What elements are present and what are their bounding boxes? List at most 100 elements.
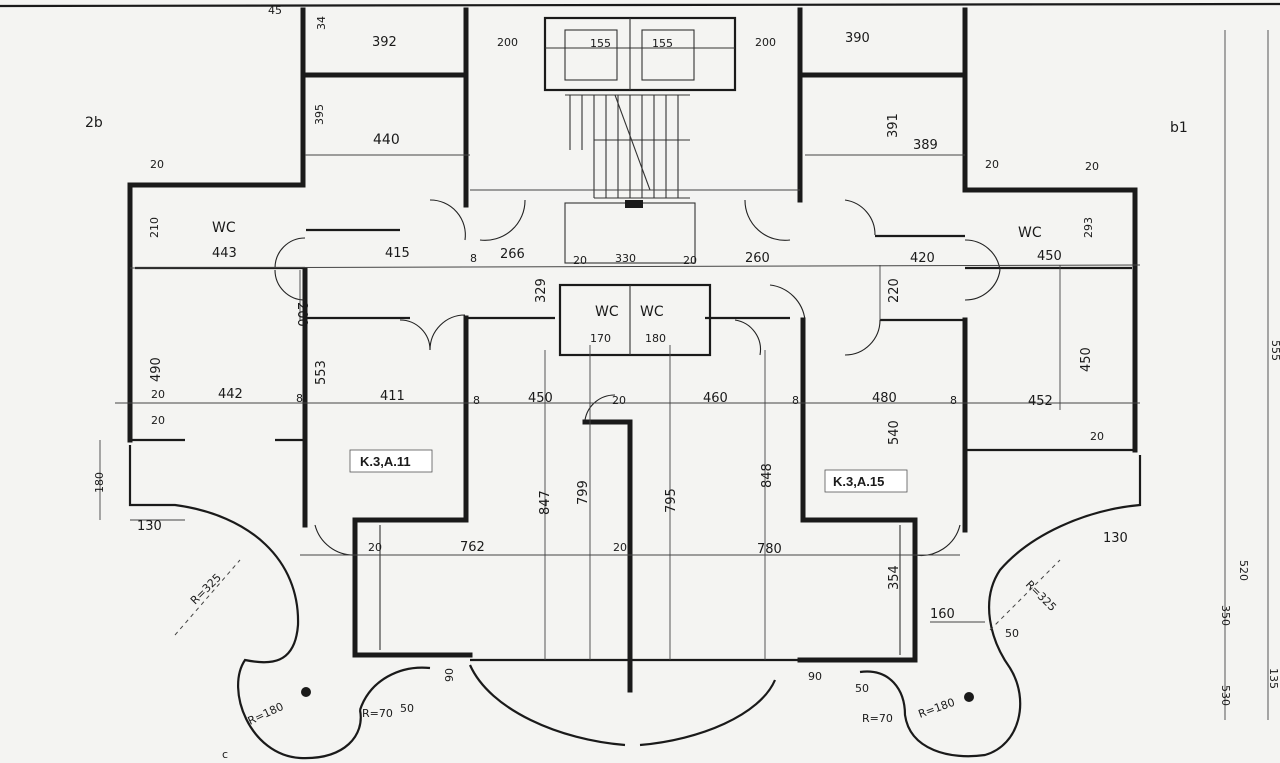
dim-200-top-left: 200 bbox=[497, 36, 518, 49]
dim-480: 480 bbox=[872, 391, 897, 406]
dimension-lines bbox=[99, 30, 1269, 720]
svg-text:8: 8 bbox=[296, 392, 303, 405]
dim-260: 260 bbox=[745, 251, 770, 266]
room-labels: K.3,A.11 K.3,A.15 WC WC WC WC 2b b1 c bbox=[85, 115, 1188, 761]
dim-90-left: 90 bbox=[443, 668, 456, 682]
corner-label-bottom: c bbox=[222, 748, 228, 761]
svg-text:20: 20 bbox=[612, 394, 626, 407]
dim-170: 170 bbox=[590, 332, 611, 345]
dim-440: 440 bbox=[373, 132, 400, 148]
dim-415: 415 bbox=[385, 246, 410, 261]
dim-530: 530 bbox=[1219, 685, 1232, 706]
svg-text:20: 20 bbox=[151, 388, 165, 401]
dim-490: 490 bbox=[149, 357, 164, 382]
sheet-top-edge bbox=[0, 2, 1280, 8]
wc-label-center-right: WC bbox=[640, 304, 664, 320]
dim-795: 795 bbox=[664, 488, 679, 513]
dim-420: 420 bbox=[910, 251, 935, 266]
dim-45: 45 bbox=[268, 4, 282, 17]
dim-266: 266 bbox=[500, 247, 525, 262]
dim-395: 395 bbox=[313, 104, 326, 125]
dim-200-top-right: 200 bbox=[755, 36, 776, 49]
dim-780: 780 bbox=[757, 542, 782, 557]
dim-762: 762 bbox=[460, 540, 485, 555]
dim-20-center-balcony: 20 bbox=[613, 541, 627, 554]
radius-180-right: R=180 bbox=[917, 696, 957, 721]
dim-460: 460 bbox=[703, 391, 728, 406]
svg-text:8: 8 bbox=[792, 394, 799, 407]
dim-200-corridor: 200 bbox=[294, 302, 309, 327]
dim-411: 411 bbox=[380, 389, 405, 404]
dim-847: 847 bbox=[538, 490, 553, 515]
svg-text:8: 8 bbox=[950, 394, 957, 407]
wc-label-center-left: WC bbox=[595, 304, 619, 320]
svg-text:8: 8 bbox=[470, 252, 477, 265]
svg-text:20: 20 bbox=[1090, 430, 1104, 443]
svg-text:20: 20 bbox=[150, 158, 164, 171]
dim-130-left: 130 bbox=[137, 519, 162, 534]
dim-553: 553 bbox=[314, 360, 329, 385]
area-label-left: K.3,A.11 bbox=[360, 454, 411, 469]
corner-label-right: b1 bbox=[1170, 120, 1188, 136]
radius-325-right: R=325 bbox=[1023, 578, 1059, 614]
dimension-labels: 392 390 440 391 389 443 450 415 266 260 … bbox=[93, 4, 1280, 728]
wc-label-left: WC bbox=[212, 220, 236, 236]
radius-70-left: R=70 bbox=[362, 707, 393, 720]
dim-391: 391 bbox=[886, 113, 901, 138]
dim-452: 452 bbox=[1028, 394, 1053, 409]
dim-443: 443 bbox=[212, 246, 237, 261]
svg-text:20: 20 bbox=[1085, 160, 1099, 173]
svg-text:20: 20 bbox=[151, 414, 165, 427]
door-swings bbox=[274, 199, 1001, 557]
dim-350: 350 bbox=[1219, 605, 1232, 626]
exterior-walls bbox=[127, 7, 1138, 693]
dim-848: 848 bbox=[760, 463, 775, 488]
dim-20-left-balcony: 20 bbox=[368, 541, 382, 554]
svg-text:20: 20 bbox=[683, 254, 697, 267]
dim-555: 555 bbox=[1269, 340, 1280, 361]
stair-treads bbox=[565, 94, 690, 199]
dim-450-right-wc: 450 bbox=[1037, 249, 1062, 264]
dim-329: 329 bbox=[534, 278, 549, 303]
dim-50-right-balcony: 50 bbox=[1005, 627, 1019, 640]
svg-text:20: 20 bbox=[573, 254, 587, 267]
dim-520: 520 bbox=[1237, 560, 1250, 581]
dim-540: 540 bbox=[887, 420, 902, 445]
dim-220: 220 bbox=[887, 278, 902, 303]
radius-180-left: R=180 bbox=[246, 700, 286, 728]
dim-450-corridor: 450 bbox=[528, 391, 553, 406]
radius-325-left: R=325 bbox=[188, 571, 224, 607]
dim-34: 34 bbox=[315, 16, 328, 30]
radius-70-right: R=70 bbox=[862, 712, 893, 725]
dim-160: 160 bbox=[930, 607, 955, 622]
dim-389: 389 bbox=[913, 138, 938, 153]
dim-392: 392 bbox=[372, 35, 397, 50]
area-label-boxes bbox=[349, 449, 908, 493]
dim-135: 135 bbox=[1267, 668, 1280, 689]
svg-text:20: 20 bbox=[985, 158, 999, 171]
dim-442: 442 bbox=[218, 387, 243, 402]
dim-180: 180 bbox=[645, 332, 666, 345]
dim-450-right-room: 450 bbox=[1079, 347, 1094, 372]
dim-180-left: 180 bbox=[93, 472, 106, 493]
dim-155-right: 155 bbox=[652, 37, 673, 50]
dim-210: 210 bbox=[148, 217, 161, 238]
dim-354: 354 bbox=[887, 565, 902, 590]
dim-330: 330 bbox=[615, 252, 636, 265]
wc-label-right: WC bbox=[1018, 225, 1042, 241]
dim-390: 390 bbox=[845, 31, 870, 46]
balcony-curves bbox=[128, 445, 1142, 760]
svg-text:8: 8 bbox=[473, 394, 480, 407]
dim-130-right: 130 bbox=[1103, 531, 1128, 546]
wall-thickness-marks: 20 20 20 8 8 8 8 20 20 20 8 20 20 20 bbox=[150, 158, 1104, 443]
dim-799: 799 bbox=[576, 480, 591, 505]
dim-50-left: 50 bbox=[400, 702, 414, 715]
dim-50-right: 50 bbox=[855, 682, 869, 695]
stairwell-core bbox=[543, 16, 737, 264]
dim-90-right: 90 bbox=[808, 670, 822, 683]
dim-293: 293 bbox=[1082, 217, 1095, 238]
corner-label-left: 2b bbox=[85, 115, 103, 131]
area-label-right: K.3,A.15 bbox=[833, 474, 884, 489]
dim-155-left: 155 bbox=[590, 37, 611, 50]
